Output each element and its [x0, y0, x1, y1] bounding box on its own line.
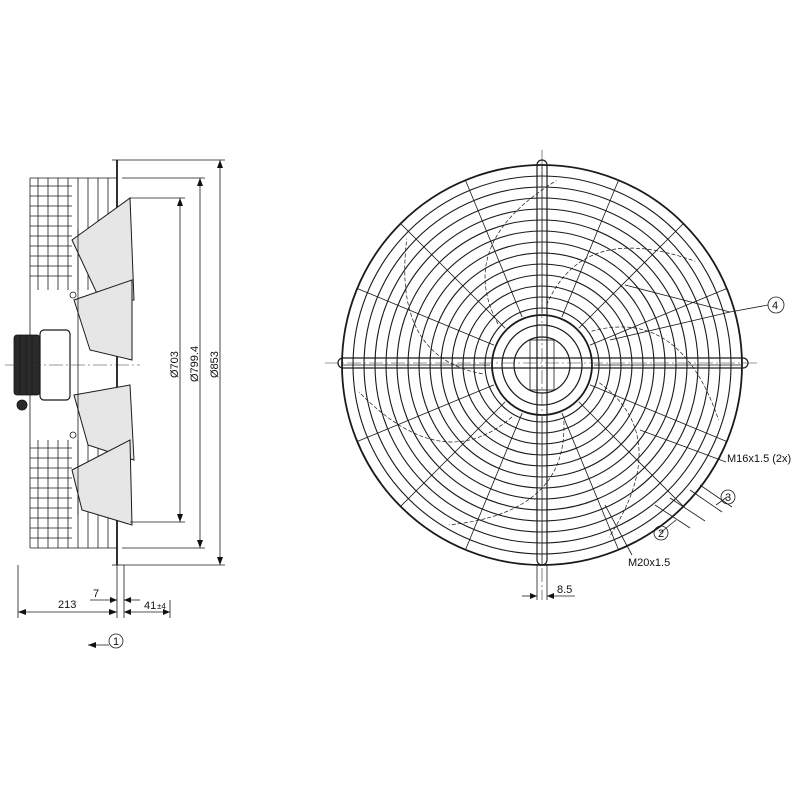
- callout-2-circle: [653, 525, 669, 541]
- m16-leader: [639, 429, 727, 463]
- m20-leader: [604, 504, 633, 556]
- callout-4-circle: [767, 296, 785, 314]
- callout-4-label: 4: [772, 300, 778, 312]
- guard-spoke: [357, 384, 495, 442]
- callout-4-leader-b: [624, 284, 731, 313]
- cable-gland: [16, 399, 28, 411]
- guard-spokes: [342, 165, 742, 565]
- callout-4-leader-a: [609, 311, 731, 341]
- blade-outline: [599, 382, 640, 538]
- blade-outline: [484, 180, 557, 325]
- callout-1-arrow: [88, 642, 96, 648]
- bolt-bottom: [69, 431, 77, 439]
- callout-2-ext-a: [654, 504, 691, 529]
- guard-spoke: [400, 223, 506, 329]
- callout-2-leader: [659, 519, 677, 534]
- front-view: 8.5 4 M16x1.5 (2x) M20x1.5 2 3: [325, 150, 791, 600]
- dim-label-853: Ø853: [209, 351, 221, 378]
- blade-mid-lower: [73, 384, 135, 461]
- bolt-top: [69, 291, 77, 299]
- blade-mid-upper: [73, 279, 133, 361]
- guard-spoke: [561, 412, 619, 550]
- dim-label-7: 7: [93, 588, 99, 600]
- callout-3-ext-a: [689, 489, 723, 513]
- dim-label-41: 41: [144, 600, 156, 612]
- guard-spoke: [465, 180, 523, 318]
- guard-spoke: [561, 180, 619, 318]
- dim-label-703: Ø703: [169, 351, 181, 378]
- dim-label-799: Ø799.4: [189, 346, 201, 382]
- guard-spoke: [589, 288, 727, 346]
- callout-3-label: 3: [725, 492, 731, 504]
- m20-label: M20x1.5: [628, 557, 670, 569]
- guard-spoke: [578, 223, 684, 329]
- dim-label-8.5: 8.5: [557, 584, 572, 596]
- guard-spoke: [400, 401, 506, 507]
- callout-2-ext-b: [669, 497, 706, 522]
- dim-label-213: 213: [58, 599, 76, 611]
- callout-4-leader-tail: [729, 304, 769, 313]
- m16-label: M16x1.5 (2x): [727, 453, 791, 465]
- dim-label-41-tol: ±4: [157, 602, 166, 611]
- guard-spoke: [357, 288, 495, 346]
- guard-spoke: [578, 401, 684, 507]
- callout-1-circle: [108, 633, 124, 649]
- callout-3-circle: [720, 489, 736, 505]
- blade-outline: [591, 326, 719, 421]
- callout-3-ext-b: [699, 484, 733, 508]
- blade-top: [71, 197, 135, 301]
- guard-spoke: [465, 412, 523, 550]
- blade-outline: [358, 391, 513, 443]
- callout-3-leader: [715, 496, 728, 506]
- arrows-8.5: [530, 593, 554, 599]
- arrows-7: [110, 597, 131, 603]
- blade-bottom: [71, 439, 133, 526]
- callout-2-label: 2: [658, 528, 664, 540]
- blade-outline: [546, 247, 696, 306]
- guard-spoke: [589, 384, 727, 442]
- side-view: Ø703 Ø799.4 Ø853 213 7 41 ±4 1: [5, 159, 225, 649]
- callout-1-label: 1: [113, 636, 119, 648]
